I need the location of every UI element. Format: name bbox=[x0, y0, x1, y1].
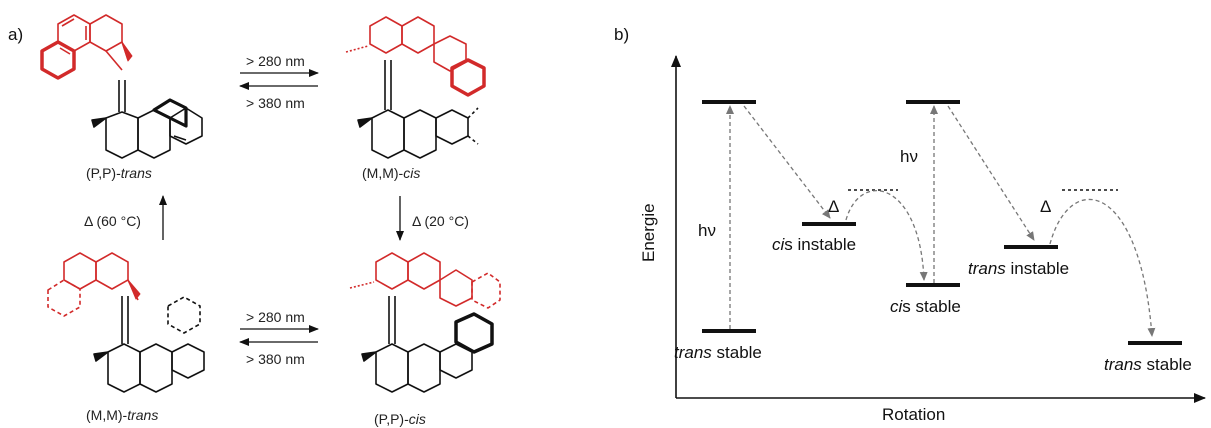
label-mm-trans-prefix: (M,M)- bbox=[86, 407, 128, 423]
label-pp-trans-prefix: (P,P)- bbox=[86, 165, 121, 181]
arrow-right-thermal: Δ (20 °C) bbox=[396, 196, 469, 241]
arrow-top-backward-label: > 380 nm bbox=[246, 95, 305, 111]
label-mm-cis-italic: cis bbox=[403, 165, 420, 181]
label-pp-cis-prefix: (P,P)- bbox=[374, 411, 409, 427]
arrow-top-backward: > 380 nm bbox=[239, 82, 318, 111]
svg-text:(M,M)-trans: (M,M)-trans bbox=[86, 407, 158, 423]
x-axis-label: Rotation bbox=[882, 405, 945, 424]
thermal-arrow-2 bbox=[1049, 198, 1156, 337]
svg-text:(M,M)-cis: (M,M)-cis bbox=[362, 165, 420, 181]
delta-label-1: Δ bbox=[828, 197, 839, 216]
arrow-bottom-backward-label: > 380 nm bbox=[246, 351, 305, 367]
arrow-bottom-forward-label: > 280 nm bbox=[246, 309, 305, 325]
arrow-bottom-backward: > 380 nm bbox=[239, 338, 318, 367]
svg-text:(P,P)-cis: (P,P)-cis bbox=[374, 411, 426, 427]
hv-label-2: hν bbox=[900, 147, 918, 166]
arrow-right-thermal-label: Δ (20 °C) bbox=[412, 213, 469, 229]
label-pp-cis-italic: cis bbox=[409, 411, 426, 427]
delta-label-2: Δ bbox=[1040, 197, 1051, 216]
arrow-left-thermal: Δ (60 °C) bbox=[84, 195, 167, 240]
y-axis-label: Energie bbox=[639, 203, 658, 262]
arrow-top-forward-label: > 280 nm bbox=[246, 53, 305, 69]
label-trans-stable-2: trans stable bbox=[1104, 355, 1192, 374]
label-mm-cis-prefix: (M,M)- bbox=[362, 165, 404, 181]
arrow-top-forward: > 280 nm bbox=[240, 53, 319, 77]
molecule-mm-cis: (M,M)-cis bbox=[345, 16, 486, 181]
relax-arrow-1 bbox=[743, 105, 831, 219]
arrow-bottom-forward: > 280 nm bbox=[240, 309, 319, 333]
arrow-left-thermal-label: Δ (60 °C) bbox=[84, 213, 141, 229]
label-pp-trans-italic: trans bbox=[121, 165, 152, 181]
label-trans-stable-1: trans stable bbox=[674, 343, 762, 362]
thermal-arrow-1 bbox=[845, 190, 928, 281]
molecule-pp-cis: (P,P)-cis bbox=[349, 252, 501, 427]
relax-arrow-2 bbox=[947, 105, 1035, 241]
panel-a-label: a) bbox=[8, 25, 23, 44]
hv-label-1: hν bbox=[698, 221, 716, 240]
label-trans-instable: trans instable bbox=[968, 259, 1069, 278]
label-cis-instable: cis instable bbox=[772, 235, 856, 254]
panel-b-label: b) bbox=[614, 25, 629, 44]
molecule-pp-trans: (P,P)-trans bbox=[40, 14, 203, 181]
svg-text:(P,P)-trans: (P,P)-trans bbox=[86, 165, 152, 181]
label-mm-trans-italic: trans bbox=[127, 407, 158, 423]
molecule-mm-trans: (M,M)-trans bbox=[47, 252, 205, 423]
label-cis-stable: cis stable bbox=[890, 297, 961, 316]
